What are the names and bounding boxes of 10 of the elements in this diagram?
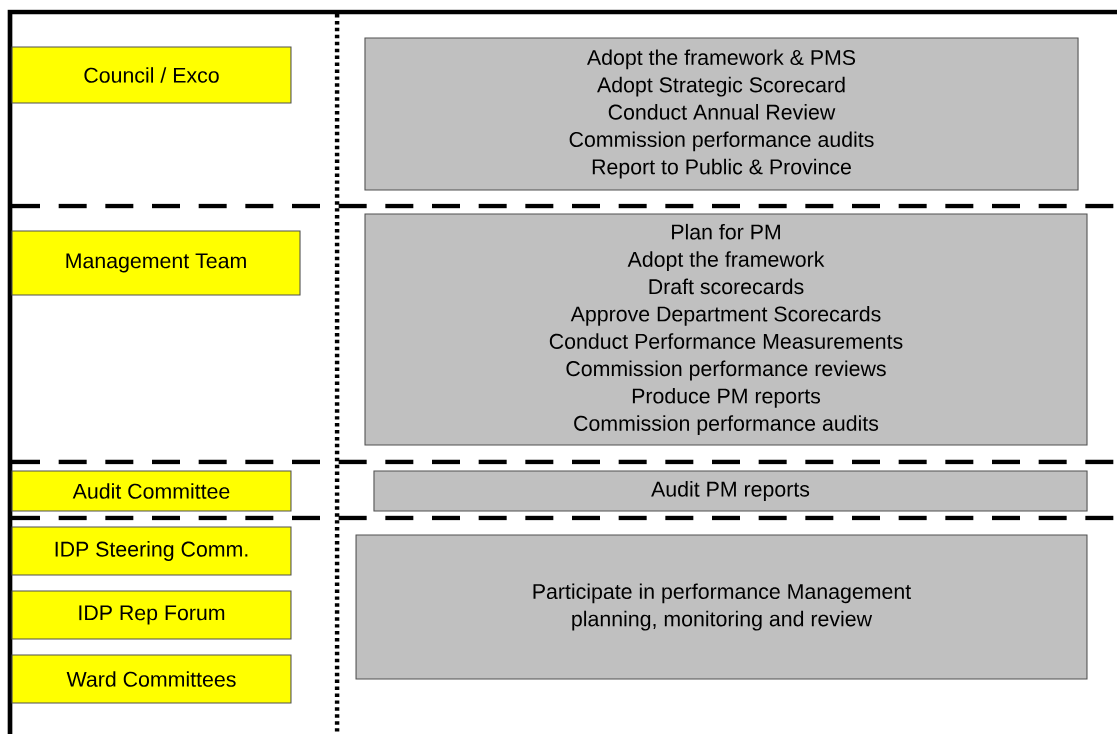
role-box: Ward Committees (11, 654, 292, 704)
role-box: Audit Committee (11, 470, 292, 512)
task-box: Participate in performance Management planning, monitoring and review (355, 534, 1088, 680)
task-box: Audit PM reports (373, 470, 1088, 512)
role-box: Council / Exco (11, 46, 292, 104)
role-box: IDP Steering Comm. (11, 526, 292, 576)
role-box: Management Team (11, 230, 301, 296)
task-box: Plan for PM Adopt the framework Draft scorecards Approve Department Scorecards Conduct Performance Measurements Commission performance reviews Produce PM reports Commission performance audits (364, 213, 1088, 446)
task-box: Adopt the framework & PMS Adopt Strategic Scorecard Conduct Annual Review Commission performance audits Report to Public & Province (364, 37, 1079, 191)
role-box: IDP Rep Forum (11, 590, 292, 640)
